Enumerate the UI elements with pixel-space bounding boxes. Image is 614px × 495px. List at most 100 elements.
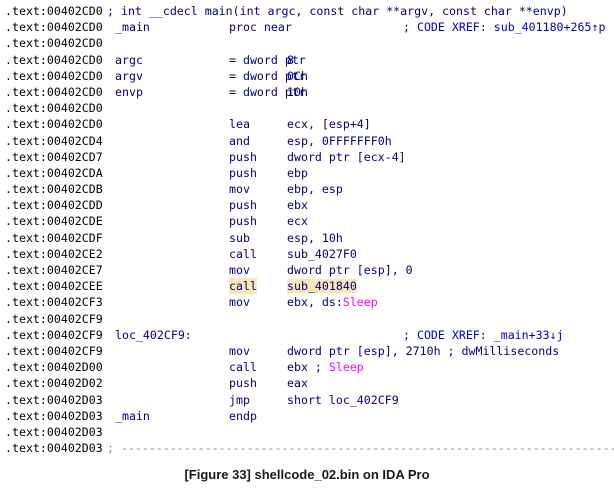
line-address[interactable]: .text:00402CF9 xyxy=(5,343,103,358)
instruction-operands[interactable]: ecx xyxy=(287,213,308,229)
instruction-operands[interactable]: ebx ; Sleep xyxy=(287,359,364,375)
listing-line[interactable]: .text:00402CEE call sub_401840 xyxy=(5,278,614,295)
instruction-operands[interactable]: ecx, [esp+4] xyxy=(287,116,371,132)
line-address[interactable]: .text:00402CD0 xyxy=(5,101,103,116)
listing-line[interactable]: .text:00402D03 xyxy=(5,424,614,440)
listing-line[interactable]: .text:00402CD7 push dword ptr [ecx-4] xyxy=(5,149,614,165)
instruction-operands[interactable]: 10h xyxy=(287,84,308,100)
instruction-mnemonic[interactable]: push xyxy=(229,198,257,213)
instruction-mnemonic[interactable]: proc near xyxy=(229,20,292,35)
instruction-operands[interactable]: 0Ch xyxy=(287,68,308,84)
import-symbol[interactable]: Sleep xyxy=(342,295,378,310)
line-address[interactable]: .text:00402D03 xyxy=(5,392,103,407)
listing-line[interactable]: .text:00402D03; ------------------------… xyxy=(5,440,614,456)
instruction-mnemonic[interactable]: = dword ptr xyxy=(229,68,306,83)
line-address[interactable]: .text:00402CE2 xyxy=(5,246,103,261)
operand-text[interactable]: 0Ch xyxy=(287,68,308,83)
listing-line[interactable]: .text:00402CF9 mov dword ptr [esp], 2710h … xyxy=(5,343,614,359)
instruction-mnemonic[interactable]: = dword ptr xyxy=(229,52,306,67)
instruction-operands[interactable]: esp, 0FFFFFFF0h xyxy=(287,133,392,149)
line-address[interactable]: .text:00402CF3 xyxy=(5,295,103,310)
instruction-operands[interactable]: eax xyxy=(287,375,308,391)
line-address[interactable]: .text:00402CE7 xyxy=(5,263,103,277)
operand-text[interactable]: 10h xyxy=(287,84,308,99)
listing-line[interactable]: .text:00402CF3 mov ebx, ds:Sleep xyxy=(5,294,614,310)
operand-text[interactable]: esp, 0FFFFFFF0h xyxy=(287,133,392,148)
instruction-operands[interactable]: ebp xyxy=(287,165,308,181)
instruction-operands[interactable]: sub_401840 xyxy=(287,278,357,294)
line-address[interactable]: .text:00402CDB xyxy=(5,182,103,197)
instruction-mnemonic[interactable]: = dword ptr xyxy=(229,84,306,99)
instruction-operands[interactable]: dword ptr [esp], 2710h ; dwMilliseconds xyxy=(287,343,559,359)
operand-text[interactable]: dword ptr [esp], 2710h ; dwMilliseconds xyxy=(287,343,560,358)
instruction-mnemonic[interactable]: push xyxy=(229,149,257,164)
instruction-mnemonic[interactable]: and xyxy=(229,133,250,148)
instruction-operands[interactable]: 8 xyxy=(287,52,294,68)
line-address[interactable]: .text:00402CEE xyxy=(5,279,103,294)
listing-line[interactable]: .text:00402CF9 xyxy=(5,311,614,327)
listing-line[interactable]: .text:00402D03 jmp short loc_402CF9 xyxy=(5,392,614,408)
instruction-mnemonic[interactable]: mov xyxy=(229,343,250,358)
instruction-operands[interactable]: ebx xyxy=(287,197,308,213)
instruction-mnemonic[interactable]: jmp xyxy=(229,392,250,407)
instruction-mnemonic[interactable]: push xyxy=(229,376,257,391)
listing-line[interactable]: .text:00402CD0 xyxy=(5,35,614,51)
xref-comment[interactable]: ; CODE XREF: sub_401180+265↑p xyxy=(403,20,606,35)
operand-text[interactable]: dword ptr [ecx-4] xyxy=(287,149,406,164)
operand-text[interactable]: ebp, esp xyxy=(287,182,343,197)
instruction-mnemonic[interactable]: push xyxy=(229,214,257,229)
line-address[interactable]: .text:00402CF9 xyxy=(5,327,103,342)
line-address[interactable]: .text:00402CD0 xyxy=(5,84,103,99)
line-address[interactable]: .text:00402CDA xyxy=(5,165,103,180)
operand-text[interactable]: short loc_402CF9 xyxy=(287,392,399,407)
line-address[interactable]: .text:00402CD0 xyxy=(5,52,103,67)
line-address[interactable]: .text:00402D03 xyxy=(5,441,103,456)
code-label[interactable]: argc xyxy=(115,52,143,67)
operand-text[interactable]: esp, 10h xyxy=(287,230,343,245)
operand-text[interactable]: sub_401840 xyxy=(287,279,357,294)
code-label[interactable]: _main xyxy=(115,408,150,423)
instruction-mnemonic[interactable]: call xyxy=(229,278,257,295)
line-address[interactable]: .text:00402CF9 xyxy=(5,311,103,326)
line-address[interactable]: .text:00402CD0 xyxy=(5,20,103,35)
line-address[interactable]: .text:00402CDD xyxy=(5,198,103,213)
instruction-operands[interactable]: ebp, esp xyxy=(287,181,343,197)
line-address[interactable]: .text:00402D00 xyxy=(5,360,103,375)
instruction-mnemonic[interactable]: call xyxy=(229,246,257,261)
instruction-operands[interactable]: ebx, ds:Sleep xyxy=(287,294,378,310)
listing-line[interactable]: .text:00402CDE push ecx xyxy=(5,213,614,229)
operand-text[interactable]: ecx, [esp+4] xyxy=(287,117,371,132)
line-address[interactable]: .text:00402CDE xyxy=(5,214,103,229)
operand-text[interactable]: ecx xyxy=(287,214,308,229)
code-label[interactable]: _main xyxy=(115,20,150,35)
operand-text[interactable]: ebp xyxy=(287,165,308,180)
code-label[interactable]: argv xyxy=(115,68,143,83)
listing-line[interactable]: .text:00402CDD push ebx xyxy=(5,197,614,213)
operand-text[interactable]: ebx, ds: xyxy=(287,295,343,310)
instruction-mnemonic[interactable]: lea xyxy=(229,117,250,132)
instruction-mnemonic[interactable]: mov xyxy=(229,295,250,310)
line-address[interactable]: .text:00402CD7 xyxy=(5,149,103,164)
instruction-operands[interactable]: short loc_402CF9 xyxy=(287,392,399,408)
instruction-operands[interactable]: dword ptr [ecx-4] xyxy=(287,149,406,165)
line-address[interactable]: .text:00402D03 xyxy=(5,424,103,439)
listing-line[interactable]: .text:00402D00 call ebx ; Sleep xyxy=(5,359,614,375)
line-address[interactable]: .text:00402CD4 xyxy=(5,133,103,148)
operand-text[interactable]: dword ptr [esp], 0 xyxy=(287,263,413,277)
instruction-mnemonic[interactable]: push xyxy=(229,165,257,180)
listing-line[interactable]: .text:00402CD4 and esp, 0FFFFFFF0h xyxy=(5,133,614,149)
instruction-operands[interactable]: sub_4027F0 xyxy=(287,246,357,262)
instruction-mnemonic[interactable]: call xyxy=(229,360,257,375)
xref-comment[interactable]: ; CODE XREF: _main+33↓j xyxy=(403,327,564,342)
line-address[interactable]: .text:00402CD0 xyxy=(5,4,103,18)
